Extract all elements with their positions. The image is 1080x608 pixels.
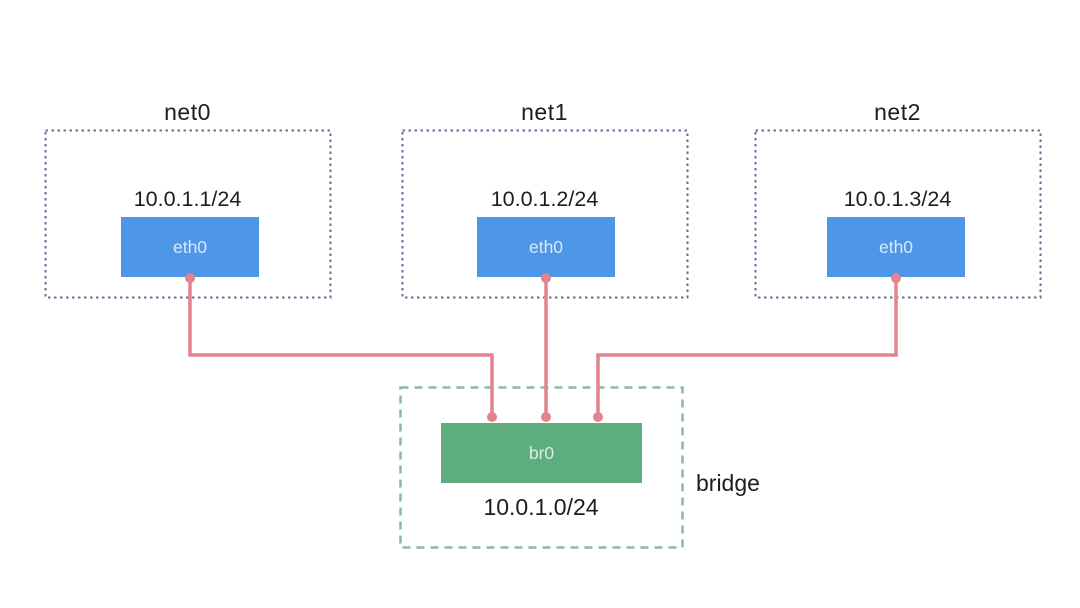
bridge-box: br0 10.0.1.0/24 (400, 387, 682, 548)
namespace-box-net1: 10.0.1.2/24 eth0 (402, 130, 687, 298)
namespace-box-net0: 10.0.1.1/24 eth0 (45, 130, 330, 298)
bridge-caption: bridge (696, 470, 760, 496)
interface-box-eth0: eth0 (477, 217, 615, 277)
bridge-network-label: 10.0.1.0/24 (483, 494, 599, 520)
namespace-box-net2: 10.0.1.3/24 eth0 (755, 130, 1040, 298)
namespace-title-net2: net2 (874, 99, 921, 125)
interface-box-eth0: eth0 (827, 217, 965, 277)
bridge-interface-box-br0: br0 (441, 423, 642, 483)
interface-box-eth0: eth0 (121, 217, 259, 277)
namespace-title-net0: net0 (164, 99, 211, 125)
ip-address-label: 10.0.1.3/24 (843, 187, 952, 211)
namespace-title-net1: net1 (521, 99, 568, 125)
ip-address-label: 10.0.1.2/24 (490, 187, 599, 211)
ip-address-label: 10.0.1.1/24 (133, 187, 242, 211)
